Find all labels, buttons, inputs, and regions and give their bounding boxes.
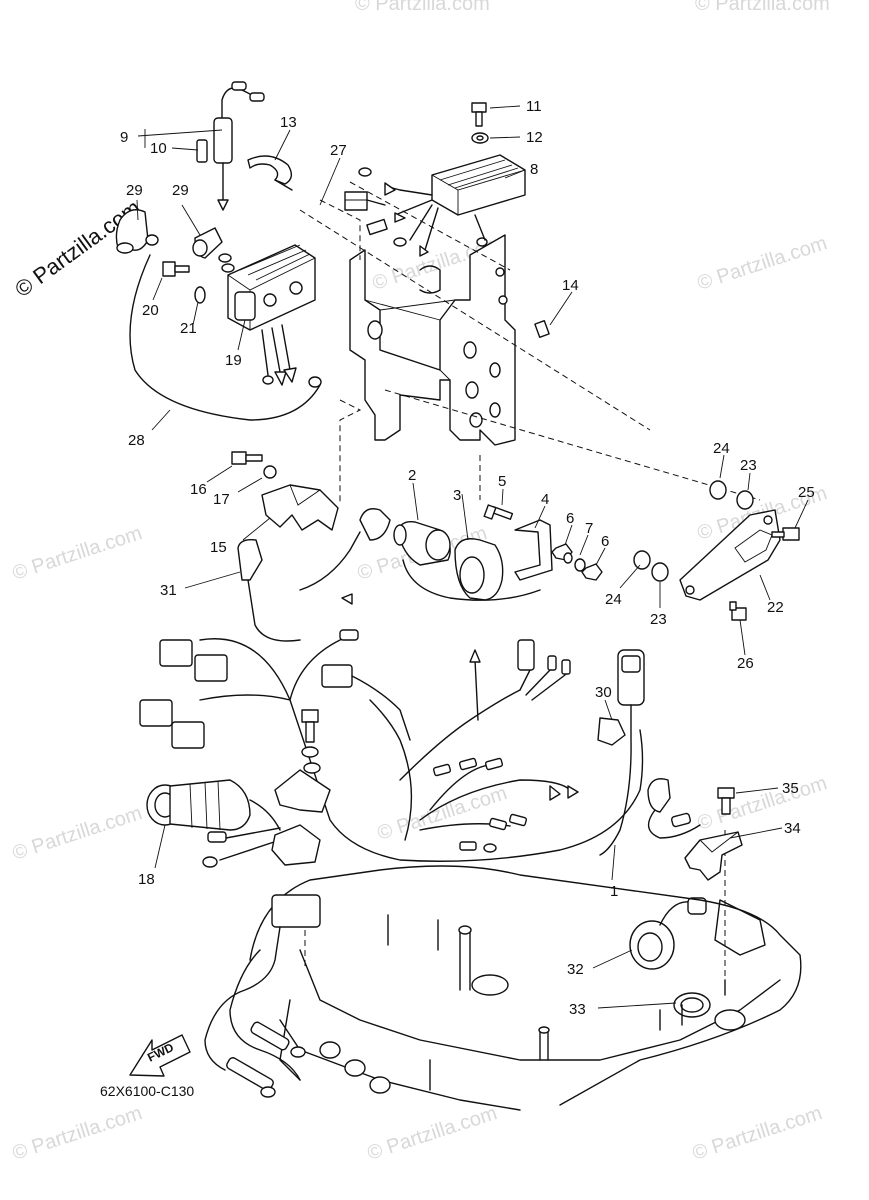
watermark: © Partzilla.com bbox=[375, 782, 510, 845]
holder-34 bbox=[684, 831, 743, 881]
plate-22 bbox=[679, 509, 781, 601]
watermark: © Partzilla.com bbox=[695, 772, 830, 835]
callout-31: 31 bbox=[160, 582, 177, 599]
bolt-26 bbox=[729, 601, 747, 621]
bolt-16 bbox=[231, 451, 263, 465]
watermark: © Partzilla.com bbox=[695, 0, 830, 15]
washer-21 bbox=[194, 286, 206, 304]
mounting-bracket bbox=[349, 234, 516, 446]
fuse-holder bbox=[213, 81, 265, 211]
callout-24: 24 bbox=[605, 591, 622, 608]
bolt-35 bbox=[717, 787, 735, 815]
washer-7 bbox=[563, 552, 586, 572]
watermark: © Partzilla.com bbox=[695, 232, 830, 295]
callout-15: 15 bbox=[210, 539, 227, 556]
holder-3 bbox=[454, 538, 504, 601]
watermark: © Partzilla.com bbox=[365, 1102, 500, 1165]
callout-22: 22 bbox=[767, 599, 784, 616]
fuse-10 bbox=[196, 139, 208, 163]
grommet-23 bbox=[651, 490, 754, 582]
ring-terminal bbox=[145, 167, 372, 246]
cdi-unit bbox=[218, 244, 322, 388]
callout-3: 3 bbox=[453, 487, 461, 504]
callout-17: 17 bbox=[213, 491, 230, 508]
callout-numbers: 11 12 8 9 10 13 27 29 29 20 21 19 14 28 … bbox=[120, 98, 815, 1018]
cap-29-right bbox=[192, 227, 223, 259]
callout-26: 26 bbox=[737, 655, 754, 672]
bolt-5 bbox=[483, 504, 514, 520]
seal-ring-33 bbox=[673, 992, 711, 1018]
callout-20: 20 bbox=[142, 302, 159, 319]
callout-28: 28 bbox=[128, 432, 145, 449]
rectifier-regulator bbox=[344, 154, 526, 257]
bolt-14 bbox=[534, 320, 550, 338]
fwd-arrow-icon: FWD bbox=[129, 1034, 191, 1077]
cord-link-sensor bbox=[299, 508, 541, 601]
watermark: © Partzilla.com bbox=[10, 522, 145, 585]
bottom-cowling bbox=[204, 865, 802, 1111]
callout-29: 29 bbox=[126, 182, 143, 199]
bracket-4 bbox=[514, 519, 553, 581]
cord-30 bbox=[597, 649, 701, 856]
cap-31 bbox=[237, 538, 301, 642]
callout-23: 23 bbox=[650, 611, 667, 628]
callout-35: 35 bbox=[782, 780, 799, 797]
callout-25: 25 bbox=[798, 484, 815, 501]
callout-6: 6 bbox=[601, 533, 609, 550]
callout-29: 29 bbox=[172, 182, 189, 199]
callout-33: 33 bbox=[569, 1001, 586, 1018]
washer-17 bbox=[263, 465, 277, 479]
bolt-11 bbox=[471, 102, 487, 127]
watermark: © Partzilla.com bbox=[690, 1102, 825, 1165]
callout-5: 5 bbox=[498, 473, 506, 490]
watermark: © Partzilla.com bbox=[355, 0, 490, 15]
callout-1: 1 bbox=[610, 883, 618, 900]
reference-lines bbox=[299, 181, 761, 980]
callout-21: 21 bbox=[180, 320, 197, 337]
callout-2: 2 bbox=[408, 467, 416, 484]
callout-4: 4 bbox=[541, 491, 549, 508]
collar-18 bbox=[146, 779, 281, 831]
callout-7: 7 bbox=[585, 520, 593, 537]
callout-10: 10 bbox=[150, 140, 167, 157]
callout-34: 34 bbox=[784, 820, 801, 837]
sensor-2 bbox=[393, 520, 451, 566]
bolt-20 bbox=[162, 261, 190, 277]
callout-30: 30 bbox=[595, 684, 612, 701]
callout-6: 6 bbox=[566, 510, 574, 527]
callout-leaders bbox=[136, 105, 809, 1009]
callout-18: 18 bbox=[138, 871, 155, 888]
watermark: © Partzilla.com bbox=[10, 802, 145, 865]
callout-8: 8 bbox=[530, 161, 538, 178]
diagram-code: 62X6100-C130 bbox=[100, 1083, 194, 1099]
grommet-32 bbox=[629, 897, 707, 970]
clamp-13 bbox=[247, 155, 293, 191]
callout-16: 16 bbox=[190, 481, 207, 498]
callout-14: 14 bbox=[562, 277, 579, 294]
callout-32: 32 bbox=[567, 961, 584, 978]
clamp-15 bbox=[261, 484, 339, 531]
callout-23: 23 bbox=[740, 457, 757, 474]
bracket-lower bbox=[271, 709, 331, 866]
callout-24: 24 bbox=[713, 440, 730, 457]
bolt-25 bbox=[771, 527, 800, 541]
wire-harness-1 bbox=[139, 593, 644, 868]
watermark: © Partzilla.com bbox=[10, 1102, 145, 1165]
callout-13: 13 bbox=[280, 114, 297, 131]
callout-9: 9 bbox=[120, 129, 128, 146]
callout-19: 19 bbox=[225, 352, 242, 369]
cap-29-left bbox=[115, 209, 149, 254]
washer-12 bbox=[471, 132, 489, 144]
callout-27: 27 bbox=[330, 142, 347, 159]
callout-11: 11 bbox=[526, 98, 542, 115]
callout-12: 12 bbox=[526, 129, 543, 146]
wire-lead-28 bbox=[129, 254, 321, 421]
grommet-24 bbox=[633, 480, 727, 570]
